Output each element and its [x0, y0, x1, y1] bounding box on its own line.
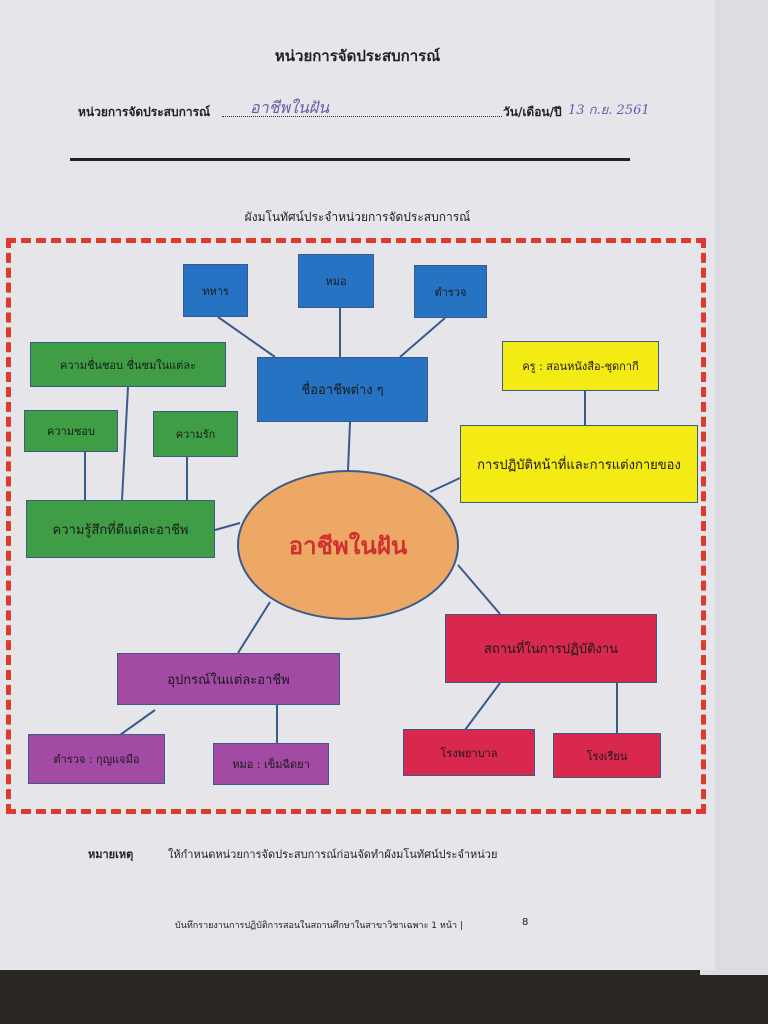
- node-admiration: ความชื่นชอบ ชื่นชมในแต่ละ: [30, 342, 226, 387]
- node-duties-dress: การปฏิบัติหน้าที่และการแต่งกายของ: [460, 425, 698, 503]
- node-school: โรงเรียน: [553, 733, 661, 778]
- node-love: ความรัก: [153, 411, 238, 457]
- node-doctor-syringe: หมอ : เข็มฉีดยา: [213, 743, 329, 785]
- node-soldier: ทหาร: [183, 264, 248, 317]
- node-good-feelings: ความรู้สึกที่ดีแต่ละอาชีพ: [26, 500, 215, 558]
- document-title: หน่วยการจัดประสบการณ์: [274, 47, 441, 65]
- center-node: อาชีพในฝัน: [237, 470, 459, 620]
- node-tools: อุปกรณ์ในแต่ละอาชีพ: [117, 653, 340, 705]
- node-police-handcuffs: ตำรวจ : กุญแจมือ: [28, 734, 165, 784]
- date-value: 13 ก.ย. 2561: [568, 103, 650, 118]
- unit-label: หน่วยการจัดประสบการณ์: [78, 105, 211, 119]
- footer-text: บันทึกรายงานการปฏิบัติการสอนในสถานศึกษาใ…: [175, 921, 463, 931]
- node-liking: ความชอบ: [24, 410, 118, 452]
- unit-underline: [222, 116, 502, 117]
- connector-lines: [84, 308, 618, 743]
- node-doctor: หมอ: [298, 254, 374, 308]
- page-number: 8: [522, 917, 529, 928]
- note-label: หมายเหตุ: [88, 848, 134, 861]
- document-page: หน่วยการจัดประสบการณ์ หน่วยการจัดประสบกา…: [0, 0, 715, 970]
- map-title: ผังมโนทัศน์ประจำหน่วยการจัดประสบการณ์: [244, 210, 471, 224]
- date-label: วัน/เดือน/ปี: [503, 105, 562, 119]
- node-workplaces: สถานที่ในการปฏิบัติงาน: [445, 614, 657, 683]
- unit-value: อาชีพในฝัน: [250, 98, 330, 117]
- node-occupation-names: ชื่ออาชีพต่าง ๆ: [257, 357, 428, 422]
- note-text: ให้กำหนดหน่วยการจัดประสบการณ์ก่อนจัดทำผั…: [168, 848, 498, 861]
- mindmap-frame: [6, 238, 706, 814]
- divider: [70, 158, 630, 161]
- node-hospital: โรงพยาบาล: [403, 729, 535, 776]
- node-teacher: ครู : สอนหนังสือ-ชุดกากี: [502, 341, 659, 391]
- node-police: ตำรวจ: [414, 265, 487, 318]
